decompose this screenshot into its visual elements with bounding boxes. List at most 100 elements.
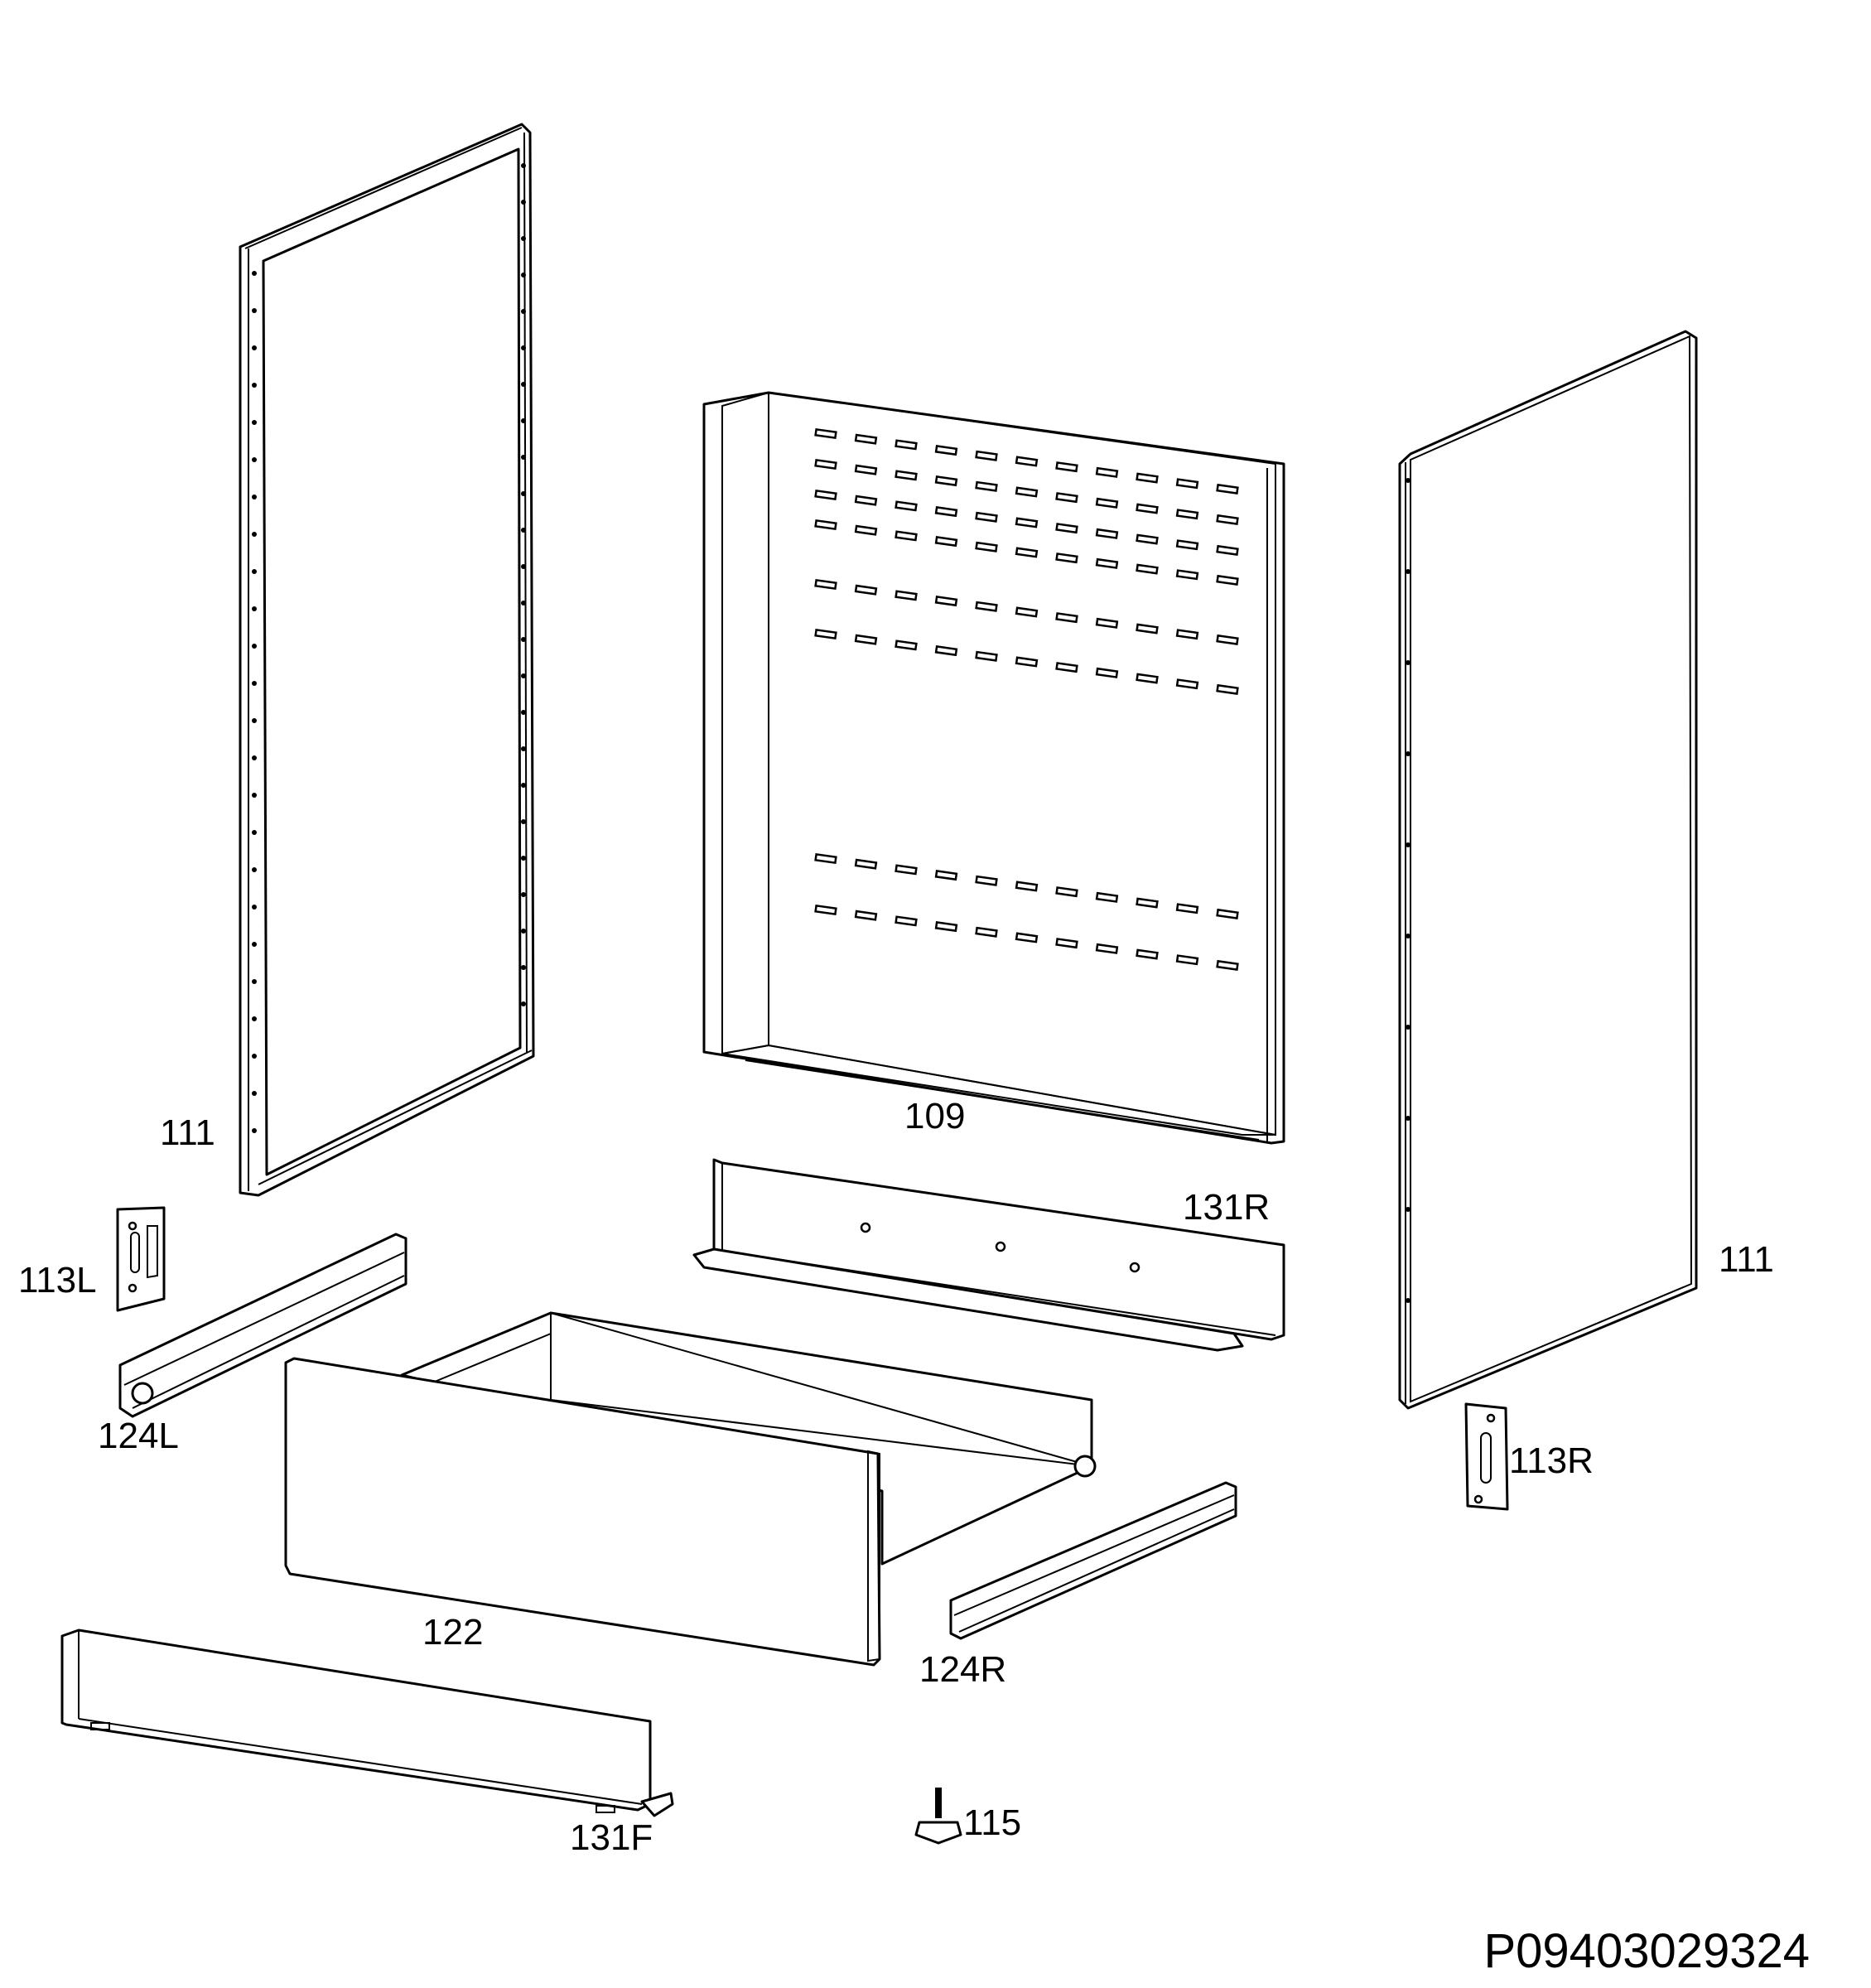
ventilation-slot (1175, 678, 1199, 690)
frame-hole (521, 601, 526, 606)
left-bracket-part (116, 1206, 166, 1312)
ventilation-slot (895, 439, 918, 451)
ventilation-slot (1015, 486, 1039, 498)
frame-hole (252, 569, 257, 574)
ventilation-slot (1095, 891, 1119, 903)
ventilation-slot (1136, 673, 1159, 684)
label-left-side-frame: 111 (160, 1112, 215, 1153)
ventilation-slot (895, 530, 918, 542)
panel-hole (1406, 1298, 1410, 1303)
frame-hole (521, 1001, 526, 1006)
frame-hole (521, 418, 526, 423)
ventilation-slot (814, 904, 837, 916)
ventilation-slot (854, 634, 878, 645)
ventilation-slot (895, 915, 918, 927)
ventilation-slot (1216, 514, 1239, 525)
label-front-plinth: 131F (570, 1817, 653, 1858)
ventilation-slot (1055, 886, 1078, 898)
ventilation-slot (934, 645, 958, 657)
ventilation-slot (975, 511, 998, 523)
frame-hole (252, 644, 257, 649)
ventilation-slot (1095, 667, 1119, 678)
panel-hole (1406, 751, 1410, 756)
label-drawer: 122 (422, 1612, 483, 1653)
ventilation-slot (934, 445, 958, 456)
ventilation-slot (1055, 612, 1078, 624)
ventilation-slot (1216, 574, 1239, 586)
ventilation-slot (814, 458, 837, 470)
frame-hole (252, 793, 257, 798)
ventilation-slot (1136, 503, 1159, 514)
label-left-rail: 124L (98, 1416, 179, 1456)
ventilation-slot (975, 450, 998, 461)
ventilation-slot (1095, 617, 1119, 629)
ventilation-slot (1015, 881, 1039, 892)
ventilation-slot (1216, 634, 1239, 645)
frame-hole (252, 681, 257, 686)
frame-hole (521, 892, 526, 897)
ventilation-slot (854, 495, 878, 506)
ventilation-slot (1216, 683, 1239, 695)
ventilation-slot (1095, 466, 1119, 478)
ventilation-slot (1175, 478, 1199, 490)
ventilation-slot (1055, 461, 1078, 473)
frame-hole (521, 345, 526, 350)
ventilation-slot (895, 590, 918, 601)
panel-hole (1406, 934, 1410, 939)
ventilation-slot (1015, 547, 1039, 558)
frame-hole (521, 273, 526, 277)
ventilation-slot (1055, 492, 1078, 504)
frame-hole (252, 271, 257, 276)
ventilation-slot (1136, 563, 1159, 575)
frame-hole (252, 867, 257, 872)
ventilation-slot (1216, 483, 1239, 495)
ventilation-slot (1216, 959, 1239, 971)
back-panel-part (702, 391, 1285, 1145)
right-rail-part (949, 1481, 1237, 1640)
ventilation-slot (1015, 606, 1039, 618)
ventilation-slot (854, 433, 878, 445)
label-back-panel: 109 (904, 1096, 965, 1136)
frame-hole (521, 528, 526, 533)
frame-hole (252, 532, 257, 537)
label-adjustable-foot: 115 (963, 1802, 1021, 1843)
ventilation-slot (1136, 623, 1159, 635)
frame-hole (252, 1054, 257, 1059)
frame-hole (521, 783, 526, 788)
ventilation-slot (1216, 544, 1239, 556)
ventilation-slot (1175, 539, 1199, 551)
frame-hole (521, 637, 526, 642)
ventilation-slot (1055, 938, 1078, 949)
ventilation-slot (854, 858, 878, 870)
ventilation-slot (934, 870, 958, 881)
ventilation-slot (1175, 903, 1199, 914)
ventilation-slot (934, 506, 958, 518)
ventilation-slot (895, 500, 918, 512)
frame-hole (252, 1091, 257, 1096)
panel-hole (1406, 842, 1410, 847)
ventilation-slot (814, 852, 837, 865)
frame-hole (521, 200, 526, 205)
ventilation-slot (1095, 528, 1119, 539)
ventilation-slot (1015, 656, 1039, 668)
mounting-holes (252, 163, 1410, 1303)
left-rail-part (118, 1233, 407, 1418)
ventilation-slot (975, 541, 998, 552)
label-right-rail: 124R (919, 1649, 1006, 1690)
ventilation-slot (854, 464, 878, 475)
frame-hole (252, 942, 257, 947)
adjustable-foot-part (914, 1788, 962, 1845)
ventilation-slot (1095, 557, 1119, 569)
ventilation-slot (895, 639, 918, 651)
frame-hole (521, 564, 526, 569)
drawing-code: P09403029324 (1483, 1924, 1810, 1978)
frame-hole (252, 755, 257, 760)
frame-hole (521, 491, 526, 496)
drawer-part (284, 1311, 1097, 1667)
ventilation-slot (1055, 662, 1078, 673)
left-side-frame-part (239, 123, 535, 1197)
ventilation-slot (1136, 472, 1159, 484)
ventilation-slot (934, 596, 958, 607)
ventilation-slot (975, 650, 998, 662)
label-right-bracket: 113R (1509, 1440, 1594, 1481)
